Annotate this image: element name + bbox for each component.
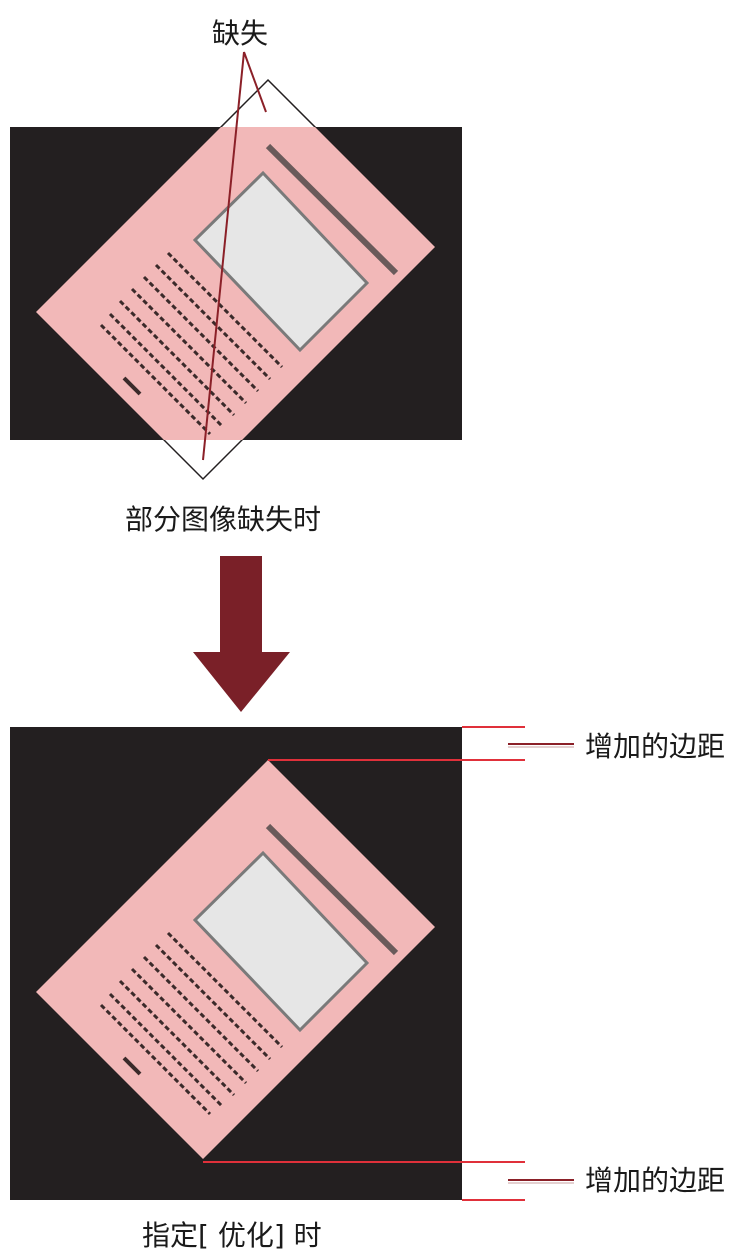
callout-line-missing-bottom — [202, 51, 245, 461]
bottom-figure-caption: 指定[ 优化] 时 — [142, 1219, 322, 1252]
added-margin-label-bottom: 增加的边距 — [585, 1164, 726, 1197]
missing-label: 缺失 — [212, 17, 269, 50]
bottom-figure — [10, 726, 574, 1201]
added-margin-label-top: 增加的边距 — [585, 730, 726, 763]
top-figure-caption: 部分图像缺失时 — [125, 503, 322, 536]
top-figure — [10, 51, 462, 481]
down-arrow-icon — [193, 556, 290, 712]
callout-line-missing-top — [243, 51, 267, 113]
